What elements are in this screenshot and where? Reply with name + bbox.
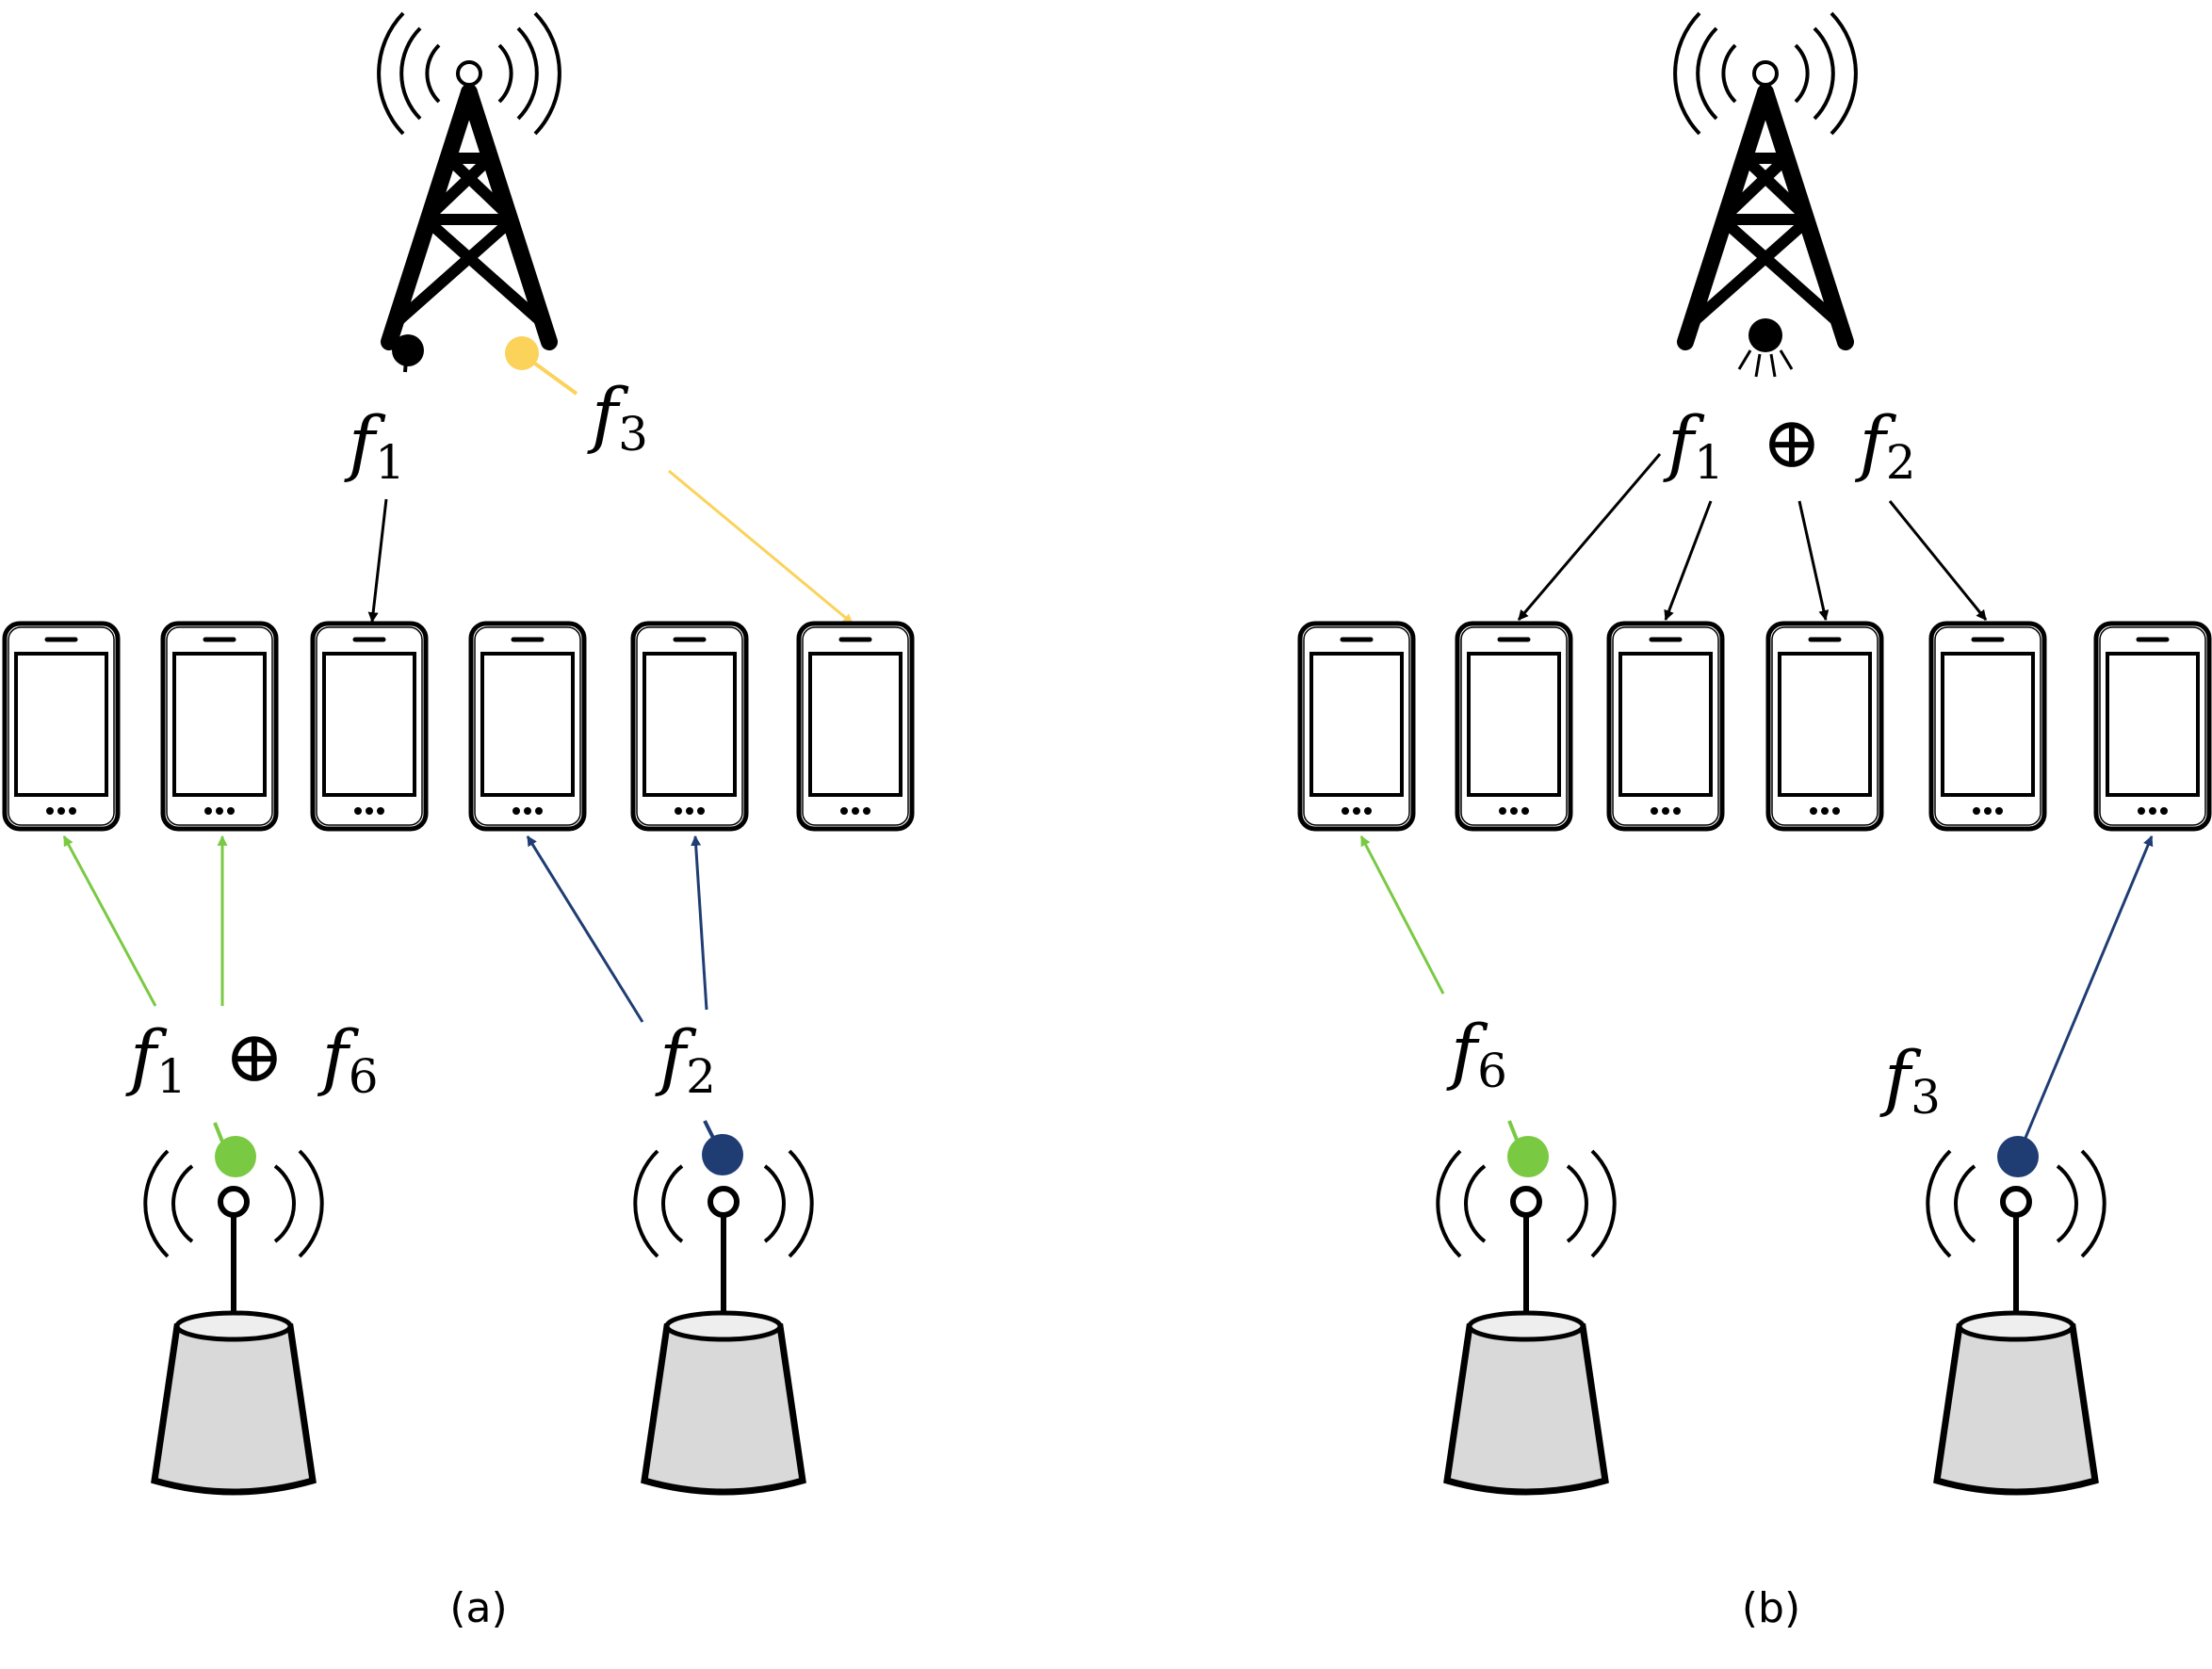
small-cell-icon-a1: [145, 1151, 321, 1492]
phone-icon-a5: [633, 624, 746, 829]
phone-icon-b4: [1768, 624, 1881, 829]
arrow-green-to-phone-b1: [1359, 835, 1445, 995]
macro-tower-icon: [379, 13, 560, 342]
label-f1-xor-f2: f1⊕f2: [1663, 400, 1916, 490]
phone-icon-b3: [1609, 624, 1722, 829]
panel-a-caption: (a): [449, 1584, 507, 1632]
small-cell-dot-blue-b: [1997, 1136, 2039, 1177]
phone-icon-b1: [1300, 624, 1413, 829]
small-cell-dot-green-b: [1507, 1136, 1549, 1177]
small-cell-icon-b1: [1438, 1151, 1614, 1492]
label-f2: f2: [655, 1014, 716, 1104]
arrow-blue-to-phone-4: [526, 835, 644, 1023]
small-cell-dot-green-a: [215, 1136, 256, 1177]
tower-dot-f3: [505, 336, 539, 370]
phone-icon-b6: [2096, 624, 2209, 829]
phone-icon-b5: [1931, 624, 2044, 829]
label-f3: f3: [1879, 1035, 1941, 1125]
panel-b-caption: (b): [1742, 1584, 1800, 1632]
phone-icon-a1: [5, 624, 118, 829]
label-f1: f1: [344, 400, 405, 490]
tower-dot-f1: [392, 334, 424, 366]
tower-dot-f1-xor-f2: [1748, 318, 1782, 352]
phone-icon-a2: [163, 624, 276, 829]
arrow-f1-to-phone-3: [367, 498, 388, 624]
arrow-xor-to-phone-b4: [1797, 500, 1830, 622]
label-f6: f6: [1446, 1009, 1507, 1098]
arrow-green-to-phone-1: [62, 835, 157, 1007]
phone-icon-a3: [313, 624, 426, 829]
small-cell-icon-a2: [635, 1151, 811, 1492]
arrow-f3-to-phone-6: [668, 469, 854, 625]
phone-icon-a6: [799, 624, 912, 829]
arrow-blue-to-phone-5: [691, 834, 708, 1011]
arrow-blue-to-phone-b6: [2024, 834, 2154, 1139]
small-cell-dot-blue-a: [702, 1134, 743, 1175]
arrow-xor-to-phone-b2: [1517, 453, 1662, 621]
phone-icon-a4: [471, 624, 584, 829]
small-cell-icon-b2: [1927, 1151, 2104, 1492]
arrow-xor-to-phone-b3: [1664, 500, 1713, 622]
panel-b: f1⊕f2 f6 f3 (b): [1300, 13, 2209, 1632]
label-f1-xor-f6: f1⊕f6: [125, 1014, 379, 1104]
arrow-xor-to-phone-b5: [1888, 500, 1988, 621]
panel-a: f1 f3 f1⊕f6 f2 (a): [5, 13, 912, 1632]
macro-tower-icon: [1675, 13, 1856, 342]
phone-icon-b2: [1457, 624, 1570, 829]
label-f3: f3: [587, 372, 648, 462]
